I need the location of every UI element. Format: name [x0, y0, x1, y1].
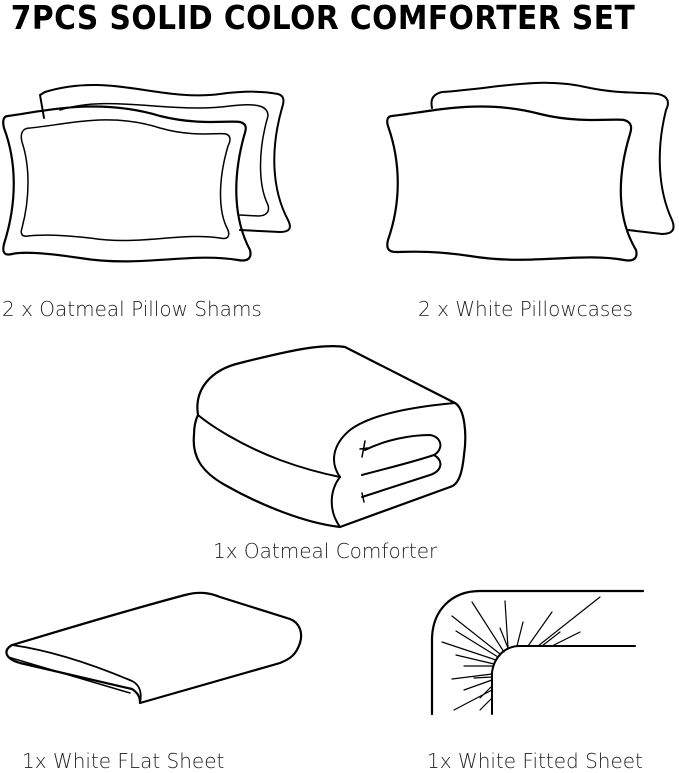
folded-comforter-icon [192, 345, 467, 529]
caption-pillow-shams: 2 x Oatmeal Pillow Shams [2, 297, 262, 321]
pillowcase-icon [386, 81, 675, 262]
fitted-sheet-icon [430, 589, 645, 716]
page-title: 7PCS SOLID COLOR COMFORTER SET [10, 0, 636, 37]
caption-fitted-sheet: 1x White Fitted Sheet [427, 749, 643, 773]
flat-sheet-icon [5, 591, 303, 705]
caption-flat-sheet: 1x White FLat Sheet [22, 749, 225, 773]
pillow-sham-icon [2, 84, 291, 263]
caption-pillowcases: 2 x White Pillowcases [418, 297, 634, 321]
caption-comforter: 1x Oatmeal Comforter [213, 539, 438, 563]
